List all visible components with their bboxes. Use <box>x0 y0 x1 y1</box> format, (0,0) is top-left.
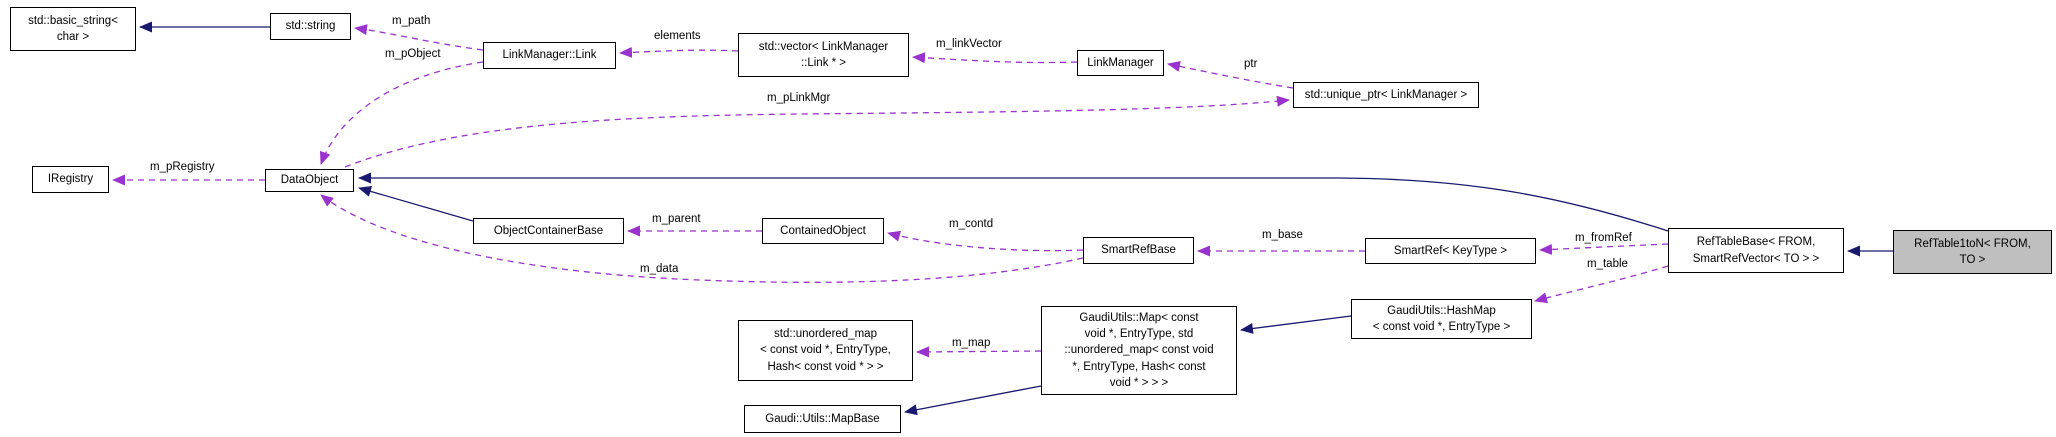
edge-label-m-parent: m_parent <box>650 213 703 225</box>
node-linkmanager-link[interactable]: LinkManager::Link <box>483 42 616 69</box>
edge-m-contd <box>887 230 1084 252</box>
edge-reftablebase-to-dataobject <box>358 172 1669 232</box>
node-smartrefbase[interactable]: SmartRefBase <box>1083 237 1194 264</box>
edge-label-m-pobject: m_pObject <box>383 48 443 60</box>
edge-label-m-linkvector: m_linkVector <box>934 38 1004 50</box>
node-std-unordered-map[interactable]: std::unordered_map < const void *, Entry… <box>738 320 913 381</box>
node-std-basic-string[interactable]: std::basic_string< char > <box>10 7 136 51</box>
node-gaudiutils-map[interactable]: GaudiUtils::Map< const void *, EntryType… <box>1041 306 1237 395</box>
edge-m-table <box>1534 265 1669 304</box>
edge-label-m-path: m_path <box>390 15 433 27</box>
edge-label-m-table: m_table <box>1585 258 1630 270</box>
node-iregistry[interactable]: IRegistry <box>32 166 109 193</box>
node-gaudiutils-hashmap[interactable]: GaudiUtils::HashMap < const void *, Entr… <box>1351 299 1532 339</box>
edge-m-data <box>320 194 1084 283</box>
edge-label-elements: elements <box>652 30 703 42</box>
edge-hashmap-to-map <box>1240 315 1352 334</box>
edge-label-ptr: ptr <box>1242 58 1260 70</box>
edge-m-pobject <box>319 61 484 165</box>
node-dataobject[interactable]: DataObject <box>265 169 354 192</box>
node-containedobject[interactable]: ContainedObject <box>762 218 884 244</box>
edge-ptr <box>1167 61 1294 89</box>
node-objectcontainerbase[interactable]: ObjectContainerBase <box>473 218 624 244</box>
edge-m-fromref <box>1539 243 1669 255</box>
edge-m-map <box>916 346 1042 358</box>
node-gaudi-utils-mapbase[interactable]: Gaudi::Utils::MapBase <box>744 405 901 433</box>
node-std-unique-ptr[interactable]: std::unique_ptr< LinkManager > <box>1293 82 1479 108</box>
node-smartref-keytype[interactable]: SmartRef< KeyType > <box>1365 238 1536 264</box>
edge-m-linkvector <box>912 52 1078 64</box>
node-reftable1ton-current: RefTable1toN< FROM, TO > <box>1893 230 2052 274</box>
edge-label-m-fromref: m_fromRef <box>1573 232 1634 244</box>
edge-label-m-base: m_base <box>1260 229 1305 241</box>
edge-objcontbase-to-dataobject <box>358 186 474 222</box>
edge-label-m-contd: m_contd <box>947 218 996 230</box>
edge-elements <box>619 46 739 58</box>
node-linkmanager[interactable]: LinkManager <box>1077 50 1164 76</box>
node-reftablebase[interactable]: RefTableBase< FROM, SmartRefVector< TO >… <box>1668 228 1844 273</box>
edge-m-path <box>354 24 484 51</box>
edge-label-m-data: m_data <box>638 263 681 275</box>
edge-map-to-mapbase <box>904 385 1042 416</box>
edge-label-m-pregistry: m_pRegistry <box>148 161 217 173</box>
edge-m-plinkmgr <box>344 95 1290 168</box>
edge-label-m-plinkmgr: m_pLinkMgr <box>765 92 833 104</box>
edge-label-m-map: m_map <box>950 337 993 349</box>
node-std-string[interactable]: std::string <box>270 13 351 40</box>
node-std-vector-link[interactable]: std::vector< LinkManager ::Link * > <box>738 33 909 77</box>
